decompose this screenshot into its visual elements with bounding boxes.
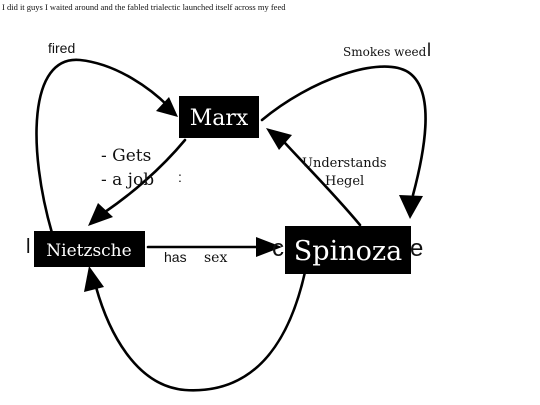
stray-bar-right: l [427,40,431,60]
stray-bar-left: l [26,236,30,258]
node-nietzsche-label: Nietzsche [46,241,131,261]
label-understands-hegel-2: Hegel [325,174,364,189]
stray-c: c [272,235,284,262]
node-nietzsche: Nietzsche [34,231,145,267]
label-understands-hegel-1: Understands [302,156,387,171]
node-spinoza: Spinoza [285,226,411,274]
arrow-smokes-weed [260,65,427,219]
label-smokes-weed: Smokes weed [343,45,427,59]
post-caption: I did it guys I waited around and the fa… [2,2,286,12]
stray-e: e [410,235,423,262]
arrow-fired [35,58,178,235]
arrow-gets-a-job [88,138,187,226]
node-marx-label: Marx [190,106,249,131]
node-spinoza-label: Spinoza [294,236,402,267]
label-gets-a-job-1: - Gets [101,146,151,166]
label-gets-a-job-2: - a job [101,170,154,190]
label-fired: fired [48,40,75,56]
stray-colon: : [178,169,182,185]
label-has: has [164,249,187,265]
node-marx: Marx [179,96,259,138]
arrow-has-sex [146,237,282,257]
arrow-bottom-loop [84,266,307,392]
label-sex: sex [204,250,227,266]
arrow-understands-hegel [266,128,362,227]
